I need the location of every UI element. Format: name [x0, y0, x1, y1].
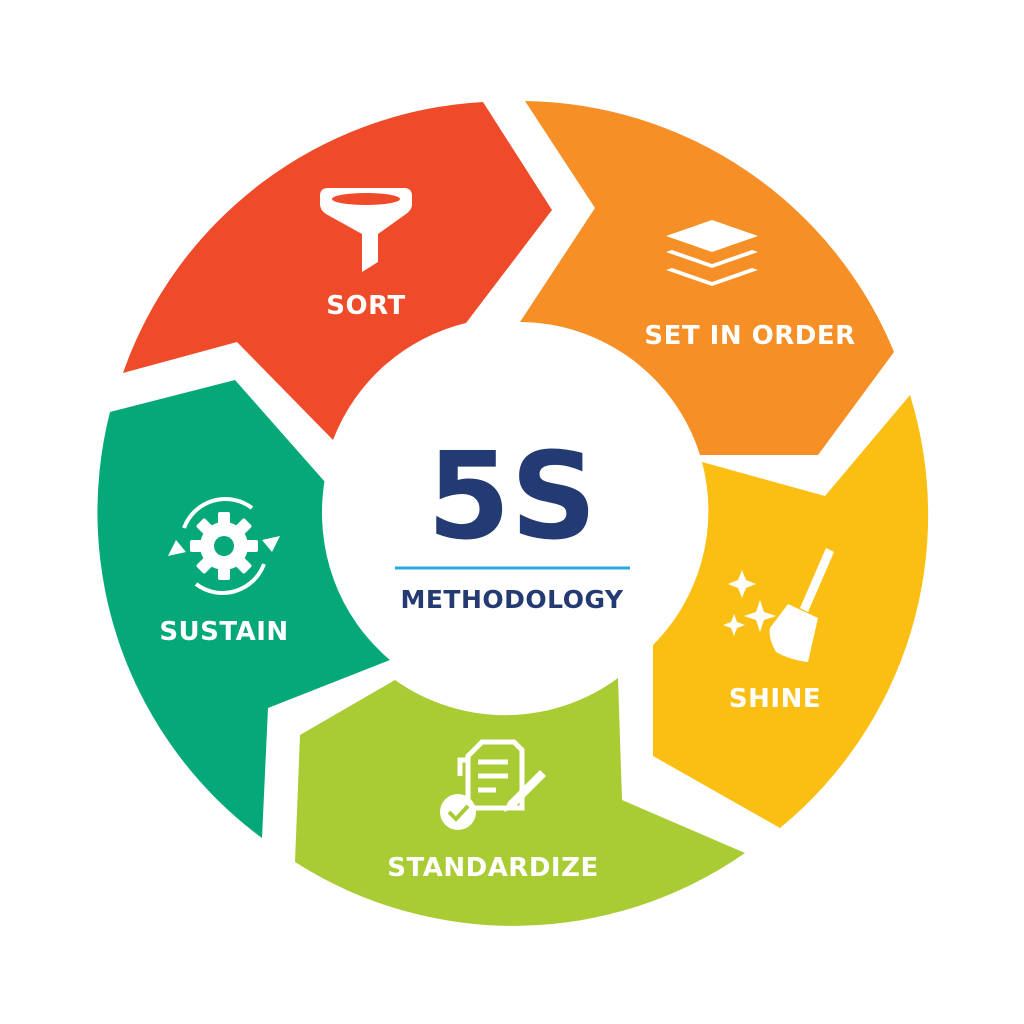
- segment-label-set-in-order: SET IN ORDER: [644, 321, 855, 351]
- center-title: 5S: [427, 428, 597, 567]
- segment-set-in-order: SET IN ORDER: [520, 101, 894, 455]
- segment-label-shine: SHINE: [729, 684, 821, 714]
- segment-sort: SORT: [123, 102, 552, 440]
- center-subtitle: METHODOLOGY: [400, 585, 623, 614]
- segment-sustain: SUSTAIN: [97, 380, 391, 838]
- checklist-document-icon: [440, 739, 546, 830]
- center-hub: 5S METHODOLOGY: [322, 322, 702, 702]
- segment-sort-shape: [123, 102, 552, 440]
- segment-shine: SHINE: [653, 395, 929, 828]
- segment-set-in-order-shape: [520, 101, 894, 455]
- segment-sustain-shape: [97, 380, 391, 838]
- segment-label-standardize: STANDARDIZE: [387, 853, 598, 883]
- layers-icon: [666, 220, 758, 286]
- funnel-icon: [320, 188, 412, 272]
- segment-label-sustain: SUSTAIN: [159, 617, 288, 647]
- segment-standardize: STANDARDIZE: [295, 678, 745, 926]
- segment-label-sort: SORT: [326, 291, 405, 321]
- broom-sparkle-icon: [723, 548, 834, 662]
- center-circle: [322, 322, 702, 702]
- gear-cycle-icon: [168, 497, 280, 595]
